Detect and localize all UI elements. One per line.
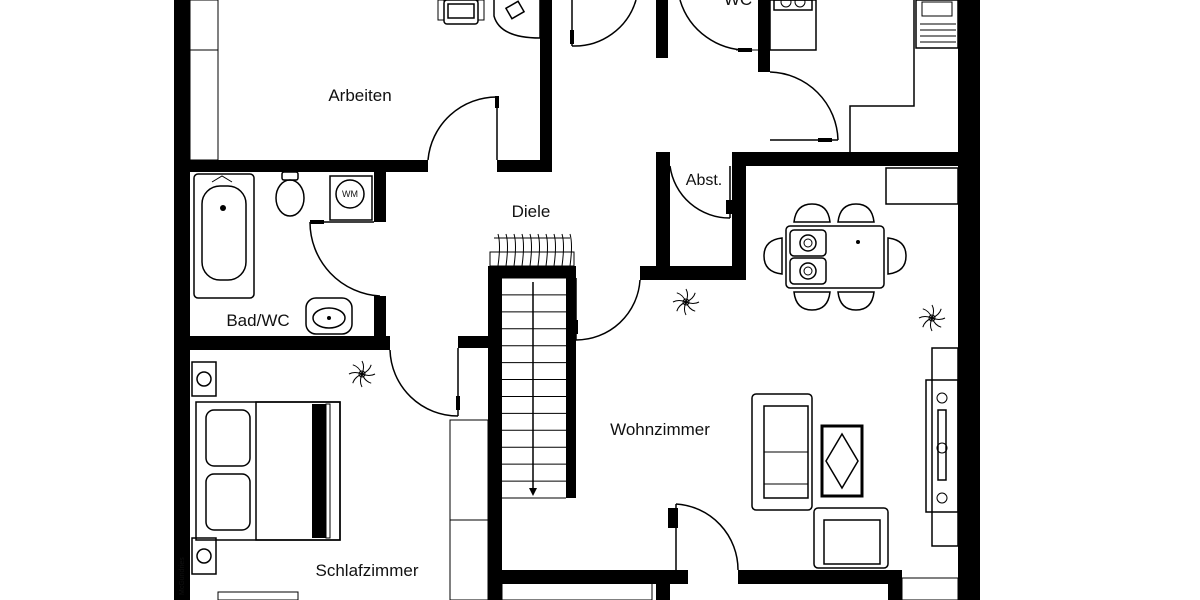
plant-leaf (361, 373, 376, 377)
dining-chairs (763, 203, 907, 311)
plant-leaf (685, 292, 696, 303)
plant-leaf (685, 288, 689, 303)
wall-frames (189, 0, 959, 600)
room-label-wc: WC (724, 0, 752, 9)
walls (174, 0, 980, 600)
door-kitchen[interactable] (769, 71, 839, 142)
room-label-schlafzimmer: Schlafzimmer (316, 561, 419, 580)
door-wohnzimmer[interactable] (574, 278, 641, 341)
tv-sideboard (925, 347, 959, 547)
washing-machine-label: WM (342, 189, 358, 199)
kitchen-cabinet (885, 167, 959, 205)
plant-leaf (361, 364, 372, 375)
railing-post (521, 233, 524, 267)
door-abst[interactable] (669, 165, 734, 219)
washbasin (305, 297, 353, 335)
plant-leaf (931, 317, 946, 321)
plant-leaf (929, 317, 933, 332)
door-lower[interactable] (675, 503, 739, 571)
plant-leaf (676, 292, 687, 303)
toilet (275, 171, 305, 217)
railing-post (537, 233, 540, 267)
railing-post (505, 233, 508, 267)
plant-leaf (672, 299, 687, 303)
room-label-wohnzimmer: Wohnzimmer (610, 420, 710, 439)
plant-schlafzimmer (348, 360, 376, 388)
door-bad[interactable] (309, 220, 381, 297)
plant-diele (672, 288, 700, 316)
plant-pot (358, 370, 366, 378)
railing-post (569, 233, 572, 267)
plant-pot (682, 298, 690, 306)
railing-post (513, 233, 516, 267)
doors (309, 0, 839, 571)
plant-pot (928, 314, 936, 322)
washing-machine: WM (329, 175, 373, 221)
room-label-diele: Diele (512, 202, 551, 221)
railing-post (497, 233, 500, 267)
staircase (502, 277, 566, 499)
railing-post (553, 233, 556, 267)
room-label-bad-wc: Bad/WC (226, 311, 289, 330)
room-label-abst: Abst. (686, 172, 722, 189)
plant-leaf (918, 315, 933, 319)
railing-post (545, 233, 548, 267)
door-top-left[interactable] (570, 0, 637, 47)
coffee-table (820, 424, 864, 498)
credit-text: McGundries (179, 557, 186, 595)
railing-post (561, 233, 564, 267)
room-label-arbeiten: Arbeiten (328, 86, 391, 105)
plant-leaf (676, 301, 687, 312)
double-bed (195, 401, 341, 541)
armchair (813, 507, 889, 569)
plant-leaf (685, 301, 700, 305)
door-arbeiten[interactable] (427, 96, 499, 161)
plant-leaf (922, 317, 933, 328)
kitchen-counter (849, 0, 959, 152)
plant-leaf (931, 308, 942, 319)
bathtub (193, 173, 255, 299)
plant-leaf (352, 373, 363, 384)
plant-leaf (931, 317, 942, 328)
plant-leaf (361, 373, 372, 384)
plant-leaf (359, 373, 363, 388)
plant-leaf (685, 301, 696, 312)
plant-leaf (361, 360, 365, 375)
plant-leaf (931, 304, 935, 319)
dining-table (785, 225, 885, 289)
plant-leaf (348, 371, 363, 375)
nightstand-bottom (191, 537, 217, 575)
plant-wohnzimmer (918, 304, 946, 332)
plant-leaf (352, 364, 363, 375)
door-schlafzimmer[interactable] (389, 348, 460, 417)
sofa (751, 393, 813, 511)
stair-railing (489, 233, 575, 496)
railing-post (529, 233, 532, 267)
nightstand-top (191, 361, 217, 397)
office-chair (437, 0, 485, 25)
door-wc[interactable] (679, 0, 758, 52)
plant-leaf (683, 301, 687, 316)
corner-desk (493, 0, 541, 39)
plant-leaf (922, 308, 933, 319)
wc-stove (769, 0, 817, 51)
